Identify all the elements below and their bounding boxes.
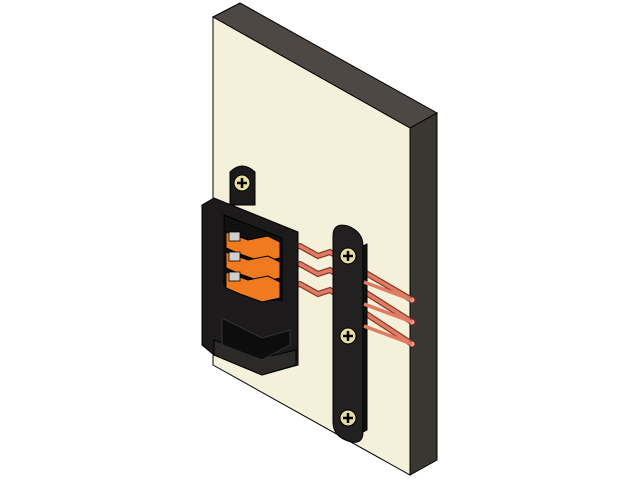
wires-front bbox=[363, 280, 413, 346]
screw-icon bbox=[339, 247, 357, 265]
connector-levers bbox=[225, 231, 281, 303]
screw-icon bbox=[339, 409, 357, 427]
panel-side-edge bbox=[409, 112, 438, 476]
screw-icon bbox=[339, 327, 357, 345]
screw-icon bbox=[233, 174, 251, 192]
